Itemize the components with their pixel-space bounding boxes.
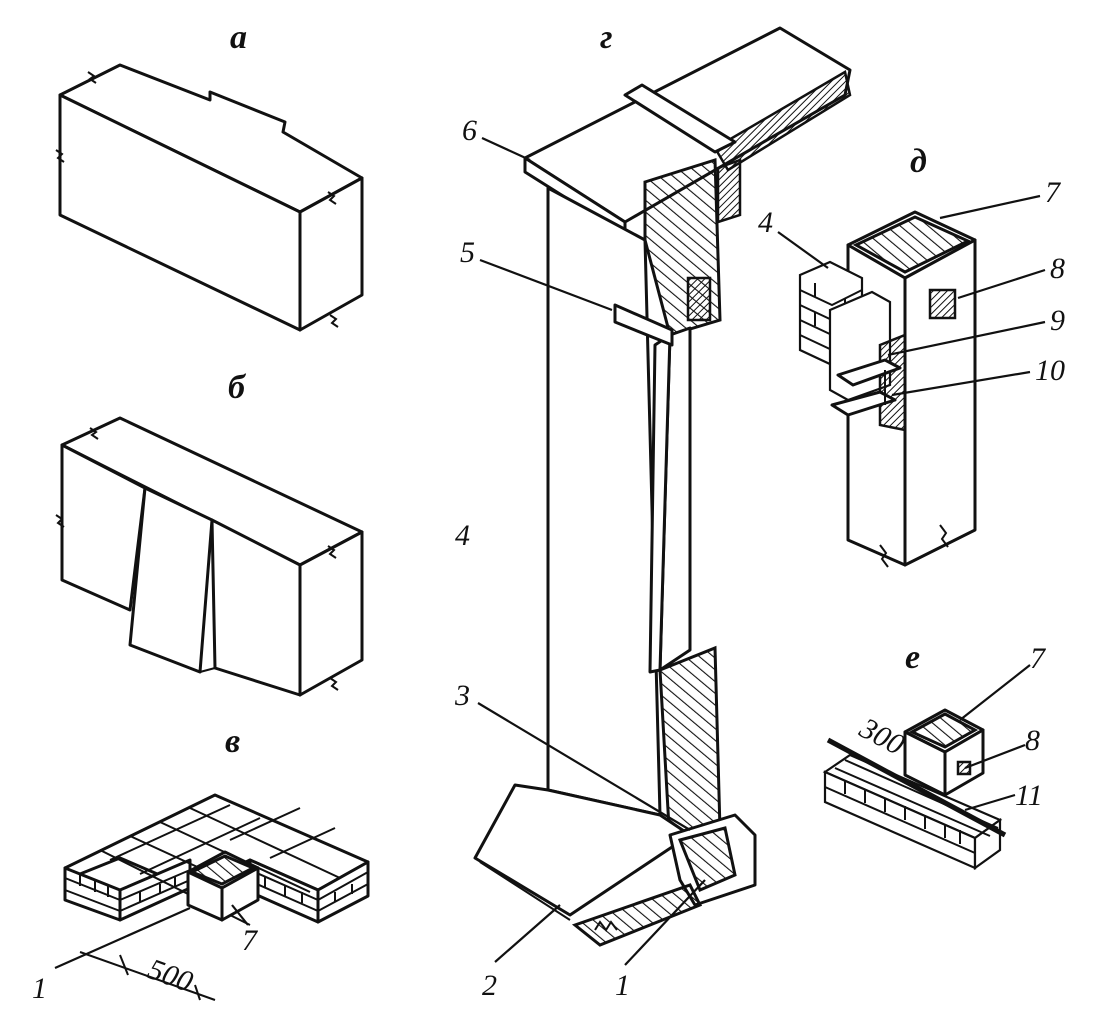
callout-g-3: 3 xyxy=(454,679,470,712)
callout-d-10: 10 xyxy=(1035,354,1065,387)
callout-d-4: 4 xyxy=(758,206,773,239)
panel-e-column-on-brick xyxy=(822,708,1007,871)
panel-d-column xyxy=(798,210,977,568)
callout-g-1: 1 xyxy=(615,969,630,1002)
panel-b-block xyxy=(55,416,364,697)
callout-d-8: 8 xyxy=(1050,252,1065,285)
panel-label-b: б xyxy=(228,369,247,406)
panel-label-d: д xyxy=(910,143,927,180)
callout-g-2: 2 xyxy=(482,969,497,1002)
callout-g-6: 6 xyxy=(462,114,477,147)
callout-v-1: 1 xyxy=(32,972,47,1005)
panel-a-block xyxy=(55,63,364,332)
panel-v-brick-corner xyxy=(63,793,370,1001)
panel-label-g: г xyxy=(600,19,613,56)
brick-courses xyxy=(64,804,369,926)
callout-v-7: 7 xyxy=(242,924,259,957)
panel-label-e: е xyxy=(905,639,920,676)
panel-g-wall-section xyxy=(473,26,852,947)
leader-lines xyxy=(54,137,1046,970)
callout-g-4: 4 xyxy=(455,519,470,552)
dimension-v-500: 500 xyxy=(144,952,198,998)
callout-d-7: 7 xyxy=(1045,176,1062,209)
callout-e-11: 11 xyxy=(1015,779,1043,812)
callout-e-7: 7 xyxy=(1030,642,1047,675)
panel-label-v: в xyxy=(225,723,240,760)
dimension-e-300: 300 xyxy=(853,711,909,762)
callout-g-5: 5 xyxy=(460,236,475,269)
callout-e-8: 8 xyxy=(1025,724,1040,757)
panel-label-a: а xyxy=(230,19,247,56)
callout-d-9: 9 xyxy=(1050,304,1065,337)
